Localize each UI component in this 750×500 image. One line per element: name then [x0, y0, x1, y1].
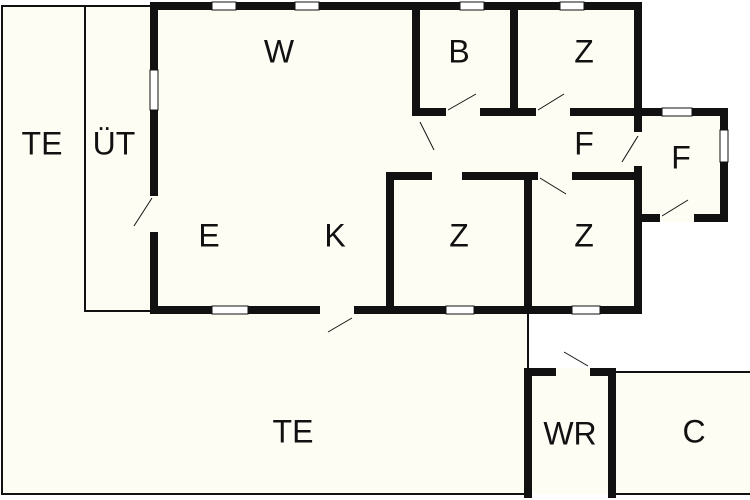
- room-label-te-left: TE: [22, 125, 63, 161]
- window: [559, 1, 585, 11]
- window: [211, 1, 237, 11]
- window: [149, 69, 159, 111]
- room-label-z-mid-right: Z: [574, 217, 594, 253]
- room-label-w: W: [264, 33, 295, 69]
- window: [211, 305, 249, 315]
- interior-fills: [155, 8, 724, 494]
- window: [459, 1, 485, 11]
- room-label-z-mid-left: Z: [449, 217, 469, 253]
- room-label-f-right: F: [671, 139, 691, 175]
- windows: [149, 1, 729, 315]
- window: [571, 305, 601, 315]
- window: [294, 1, 320, 11]
- window: [661, 107, 693, 117]
- room-label-b: B: [448, 33, 469, 69]
- carport-area: [614, 372, 750, 494]
- terrace-area: [2, 6, 528, 494]
- room-label-f-hall: F: [574, 125, 594, 161]
- doors: [133, 93, 694, 376]
- room-labels: TE ÜT W B Z F F E K Z Z TE WR C: [22, 33, 706, 451]
- window: [719, 129, 729, 163]
- room-label-te-bottom: TE: [273, 413, 314, 449]
- room-label-wr: WR: [543, 415, 596, 451]
- window: [445, 305, 475, 315]
- outdoor-areas: [2, 6, 750, 494]
- room-label-e: E: [198, 217, 219, 253]
- room-label-ut: ÜT: [93, 125, 136, 161]
- room-label-k: K: [324, 217, 345, 253]
- room-label-z-top: Z: [574, 33, 594, 69]
- room-label-c: C: [682, 413, 705, 449]
